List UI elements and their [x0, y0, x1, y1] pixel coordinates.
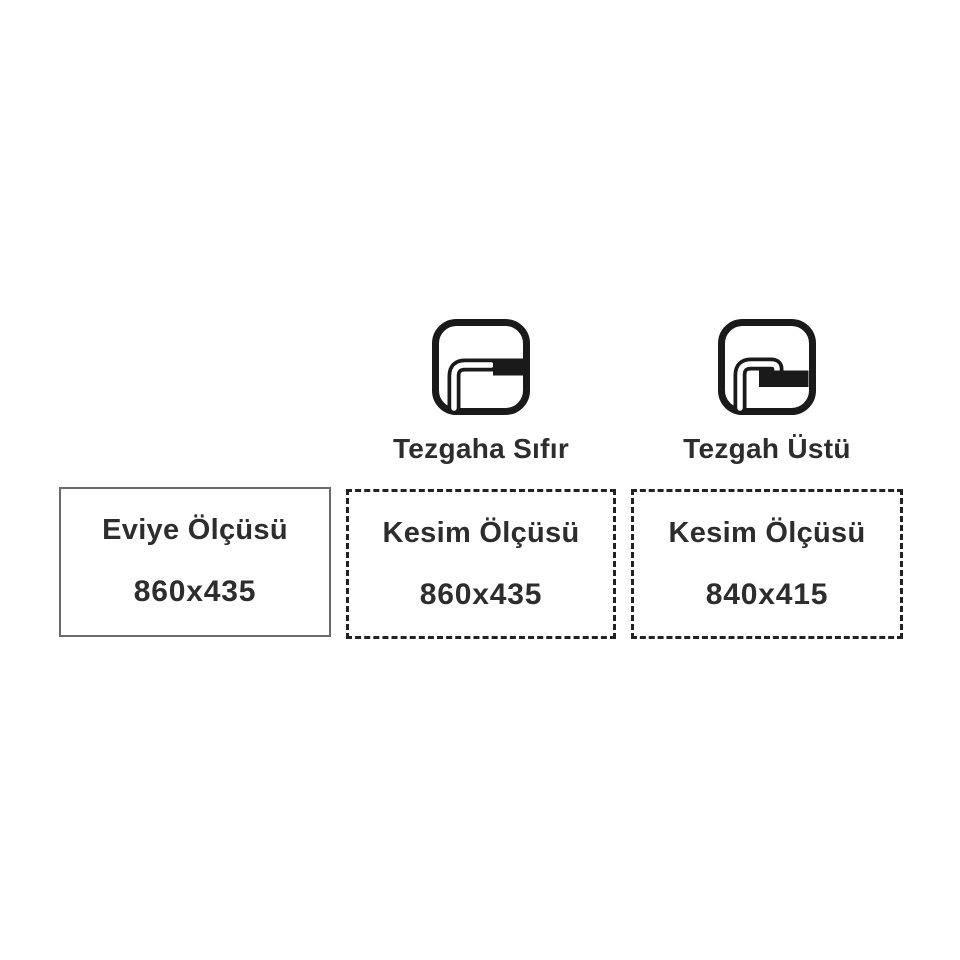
- sink-size-box-value: 860x435: [133, 575, 257, 608]
- cut-size-box-overmount: Kesim Ölçüsü 840x415: [631, 489, 903, 639]
- cut-size-box-flush-title: Kesim Ölçüsü: [382, 517, 580, 549]
- cut-size-box-overmount-title: Kesim Ölçüsü: [668, 517, 866, 549]
- overmount-sink-icon: [718, 319, 816, 415]
- sink-size-box-title: Eviye Ölçüsü: [102, 514, 288, 546]
- cut-size-box-overmount-value: 840x415: [705, 578, 829, 611]
- column-top-mount: Tezgah Üstü Kesim Ölçüsü 840x415: [631, 318, 903, 639]
- flush-mount-label: Tezgaha Sıfır: [392, 433, 570, 464]
- column-flush-mount: Tezgaha Sıfır Kesim Ölçüsü 860x435: [346, 318, 616, 639]
- column-sink-size: Eviye Ölçüsü 860x435: [59, 487, 331, 637]
- flush-mount-sink-icon: [432, 319, 530, 415]
- sink-size-box: Eviye Ölçüsü 860x435: [59, 487, 331, 637]
- cut-size-box-flush-value: 860x435: [419, 578, 543, 611]
- cut-size-box-flush: Kesim Ölçüsü 860x435: [346, 489, 616, 639]
- top-mount-label: Tezgah Üstü: [683, 433, 851, 464]
